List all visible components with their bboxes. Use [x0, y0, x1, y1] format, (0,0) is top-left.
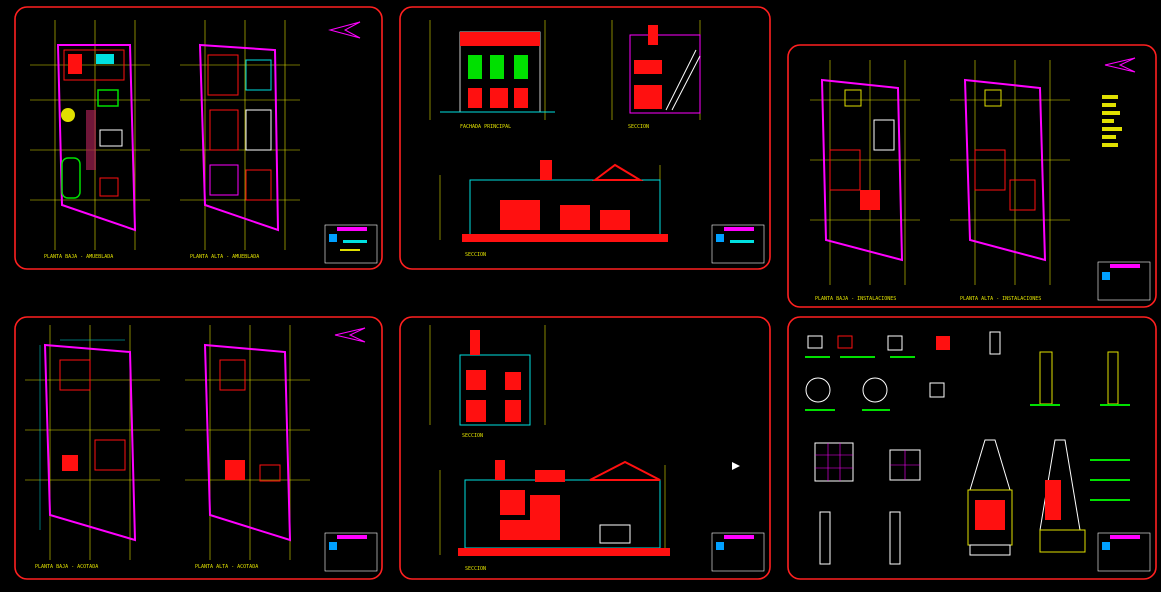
north-arrow-icon: [334, 327, 366, 343]
plan-upper-floor: PLANTA ALTA - AMUEBLADA: [180, 20, 300, 260]
detail-fireplace: [967, 439, 1013, 556]
title-block: [711, 224, 765, 264]
sheet-border: [787, 316, 1157, 580]
title-block: [324, 532, 378, 572]
plan-ground-floor: PLANTA BAJA - ACOTADA: [25, 325, 160, 570]
plan-ground-floor: PLANTA BAJA - AMUEBLADA: [30, 20, 150, 260]
detail-fireplace-section: [1039, 439, 1130, 553]
drawing-title: SECCION: [465, 252, 486, 258]
title-block: [1097, 532, 1151, 572]
sheet-border: [399, 316, 771, 580]
title-block: [324, 224, 378, 264]
plan-ground-floor: PLANTA BAJA - INSTALACIONES: [810, 60, 920, 302]
sheet-border: [14, 6, 383, 270]
sheet-border: [399, 6, 771, 270]
cursor-arrow-icon: [732, 462, 740, 470]
detail-row-slab: [814, 442, 921, 565]
title-block: [1097, 261, 1151, 301]
detail-row-footings: [805, 331, 1130, 411]
plan-title: PLANTA BAJA - AMUEBLADA: [44, 254, 113, 260]
legend-block: [1102, 95, 1122, 147]
sheet-5-sections: SECCION SECCION: [399, 316, 771, 580]
sheet-2-elevations: FACHADA PRINCIPAL SECCION SECCION: [399, 6, 771, 270]
drawing-title: SECCION: [462, 433, 483, 439]
sheet-1-floor-plans-furnished: PLANTA BAJA - AMUEBLADA PLANTA ALTA - AM…: [14, 6, 383, 270]
drawing-title: SECCION: [628, 124, 649, 130]
drawing-title: FACHADA PRINCIPAL: [460, 124, 511, 130]
north-arrow-icon: [328, 21, 361, 39]
north-arrow-icon: [1104, 57, 1136, 73]
sheet-border: [14, 316, 383, 580]
plan-upper-floor: PLANTA ALTA - ACOTADA: [185, 325, 310, 570]
sheet-6-construction-details: [787, 316, 1157, 580]
title-block: [711, 532, 765, 572]
section-drawing-small: SECCION: [429, 325, 546, 439]
plan-upper-floor: PLANTA ALTA - INSTALACIONES: [950, 60, 1070, 302]
section-drawing-large: SECCION: [439, 160, 668, 258]
drawing-title: SECCION: [465, 566, 486, 572]
sheet-border: [787, 44, 1157, 308]
plan-title: PLANTA BAJA - ACOTADA: [35, 564, 98, 570]
plan-title: PLANTA BAJA - INSTALACIONES: [815, 296, 896, 302]
plan-title: PLANTA ALTA - INSTALACIONES: [960, 296, 1041, 302]
sheet-4-dimensioned-plans: PLANTA BAJA - ACOTADA PLANTA ALTA - ACOT…: [14, 316, 383, 580]
sheet-3-installation-plans: PLANTA BAJA - INSTALACIONES PLANTA ALTA …: [787, 44, 1157, 308]
section-drawing-small: SECCION: [611, 20, 701, 130]
plan-title: PLANTA ALTA - ACOTADA: [195, 564, 258, 570]
plan-title: PLANTA ALTA - AMUEBLADA: [190, 254, 259, 260]
facade-drawing: FACHADA PRINCIPAL: [429, 20, 555, 130]
section-drawing-large: SECCION: [439, 460, 670, 572]
